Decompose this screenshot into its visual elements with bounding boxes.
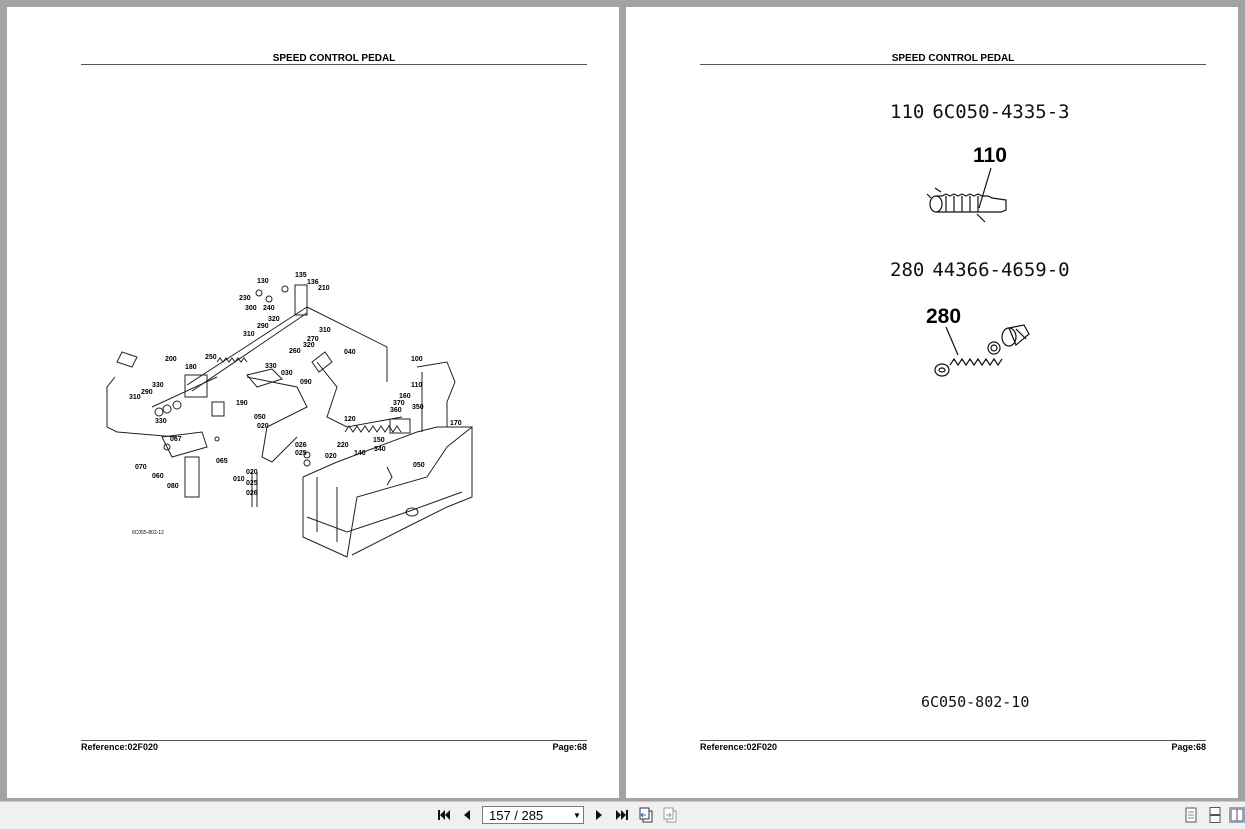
svg-text:320: 320 [303,342,315,349]
svg-text:120: 120 [344,416,356,423]
svg-text:330: 330 [155,418,167,425]
svg-text:370: 370 [393,400,405,407]
next-view-icon[interactable] [662,807,678,823]
svg-text:130: 130 [257,278,269,285]
footer-rule [81,740,587,741]
svg-text:190: 190 [236,400,248,407]
svg-text:136: 136 [307,279,319,286]
svg-text:330: 330 [265,363,277,370]
single-page-view-icon[interactable] [1183,807,1199,823]
svg-text:067: 067 [170,436,182,443]
facing-pages-view-icon[interactable] [1229,807,1245,823]
page-number-label: Page:68 [1171,742,1206,752]
svg-text:350: 350 [412,404,424,411]
svg-text:030: 030 [281,370,293,377]
svg-text:240: 240 [263,305,275,312]
part-number: 6C050-4335-3 [932,101,1070,123]
previous-view-icon[interactable] [638,807,654,823]
left-page: SPEED CONTROL PEDAL [7,7,619,798]
page-number-label: Page:68 [552,742,587,752]
drawing-code: 6C050-802-10 [921,693,1030,711]
svg-text:260: 260 [289,348,301,355]
svg-text:270: 270 [307,336,319,343]
svg-text:020: 020 [257,423,269,430]
part-number: 44366-4659-0 [932,259,1070,281]
svg-text:310: 310 [243,331,255,338]
svg-text:140: 140 [354,450,366,457]
part-ref: 280 [890,259,925,281]
footer-rule [700,740,1206,741]
svg-text:210: 210 [318,285,330,292]
part-280-drawing: 280 [926,305,1030,377]
svg-text:340: 340 [374,446,386,453]
svg-text:026: 026 [295,442,307,449]
svg-text:200: 200 [165,356,177,363]
header-rule [81,64,587,65]
svg-text:220: 220 [337,442,349,449]
svg-text:050: 050 [413,462,425,469]
svg-text:080: 080 [167,483,179,490]
next-page-icon[interactable] [591,807,607,823]
svg-text:040: 040 [344,349,356,356]
dropdown-arrow-icon[interactable]: ▼ [573,810,581,820]
part-ref: 110 [890,101,925,123]
part-entry-110: 110 6C050-4335-3 [890,101,1078,123]
page-select[interactable]: 157 / 285 ▼ [482,806,584,824]
reference-label: Reference:02F020 [81,742,159,752]
first-page-icon[interactable] [436,807,452,823]
svg-text:110: 110 [973,144,1007,167]
svg-text:170: 170 [450,420,462,427]
part-110-drawing: 110 [926,144,1007,223]
previous-page-icon[interactable] [459,807,475,823]
svg-text:310: 310 [129,394,141,401]
page-title: SPEED CONTROL PEDAL [272,53,396,64]
last-page-icon[interactable] [614,807,630,823]
svg-text:180: 180 [185,364,197,371]
part-entry-280: 280 44366-4659-0 [890,259,1078,281]
svg-text:110: 110 [411,382,422,389]
page-indicator[interactable]: 157 / 285 [489,807,544,823]
svg-text:026: 026 [246,490,258,497]
svg-text:280: 280 [926,305,961,328]
svg-text:025: 025 [246,480,258,487]
svg-text:310: 310 [319,327,331,334]
svg-text:020: 020 [325,453,337,460]
svg-text:250: 250 [205,354,217,361]
svg-text:160: 160 [399,393,411,400]
svg-text:090: 090 [300,379,312,386]
svg-text:135: 135 [295,272,307,279]
page-title: SPEED CONTROL PEDAL [891,53,1015,64]
svg-text:020: 020 [246,469,258,476]
continuous-view-icon[interactable] [1207,807,1223,823]
svg-text:150: 150 [373,437,385,444]
svg-text:230: 230 [239,295,251,302]
svg-text:290: 290 [257,323,269,330]
diagram-code: 6C055-802-12 [132,530,164,536]
svg-text:050: 050 [254,414,266,421]
svg-text:065: 065 [216,458,228,465]
header-rule [700,64,1206,65]
svg-text:010: 010 [233,476,245,483]
svg-text:070: 070 [135,464,147,471]
svg-text:100: 100 [411,356,423,363]
reference-label: Reference:02F020 [700,742,778,752]
svg-text:025: 025 [295,450,307,457]
svg-text:300: 300 [245,305,257,312]
svg-text:330: 330 [152,382,164,389]
svg-text:320: 320 [268,316,280,323]
right-page: SPEED CONTROL PEDAL 110 6C050-4335-3 110 … [626,7,1238,798]
svg-text:360: 360 [390,407,402,414]
svg-text:290: 290 [141,389,153,396]
svg-text:060: 060 [152,473,164,480]
viewer-toolbar: 157 / 285 ▼ [0,801,1245,829]
